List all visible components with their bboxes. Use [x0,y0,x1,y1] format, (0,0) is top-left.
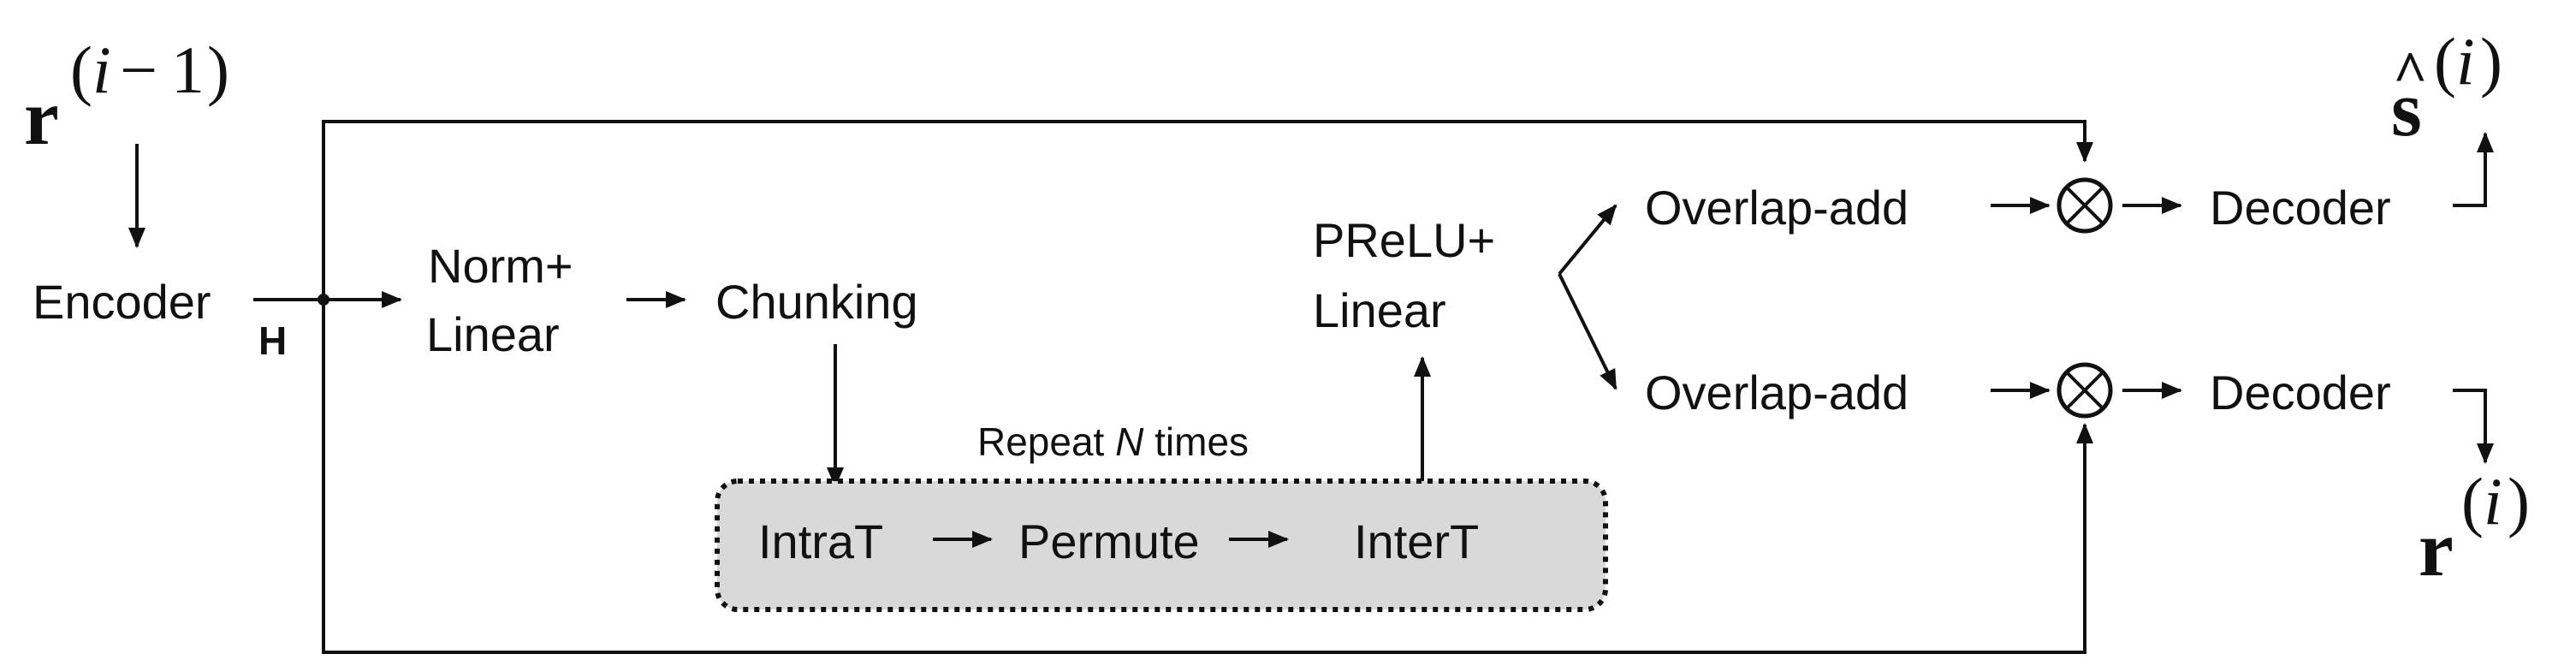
output-signal-bottom-base: r [2419,505,2454,592]
output-signal-bottom-sup: i [2484,464,2502,538]
arrow-decoder-top-out [2453,132,2494,207]
input-signal-sup-op: − [120,33,157,107]
output-signal-top-sup: i [2456,24,2475,98]
overlap-add-top: Overlap-add [1645,181,1908,235]
svg-text:(: ( [2461,464,2484,538]
repeat-block [715,479,1608,612]
input-signal-sup-num: 1 [171,33,205,107]
bypass-line-top [322,120,2093,300]
branch-top: Overlap-add Decoder s ^ ( i ) [1645,24,2502,235]
svg-text:(: ( [2434,24,2456,98]
repeat-step-1: IntraT [758,514,883,568]
output-signal-bottom: r ( i ) [2419,464,2530,592]
output-signal-top-base: s [2391,65,2422,152]
repeat-caption-prefix: Repeat [977,419,1115,464]
repeat-step-3: InterT [1354,514,1479,568]
prelu-linear-line1: PReLU+ [1313,213,1495,267]
output-signal-top: s ^ ( i ) [2391,24,2502,152]
overlap-add-bottom: Overlap-add [1645,366,1908,419]
arrow-split-bottom [1558,273,1617,390]
arrow-split-top [1558,204,1617,276]
norm-linear-line2: Linear [426,307,560,361]
encoder-output-label: H [258,318,287,363]
input-signal-base: r [24,74,59,161]
repeat-caption-var: N [1115,419,1144,464]
svg-text:): ) [207,33,229,107]
svg-text:(: ( [70,33,92,107]
encoder-label: Encoder [33,275,211,329]
svg-text:): ) [2480,24,2502,98]
input-signal: r ( i − 1 ) [24,33,229,161]
decoder-top: Decoder [2210,181,2391,235]
input-signal-sup-index: i [92,33,111,107]
repeat-step-2: Permute [1018,514,1200,568]
arrow-decoder-bottom-out [2453,389,2494,464]
svg-text:Repeat N times: Repeat N times [977,419,1249,464]
output-signal-top-hat: ^ [2393,40,2428,106]
prelu-linear-line2: Linear [1313,283,1446,337]
chunking-label: Chunking [715,275,918,329]
branch-bottom: Overlap-add Decoder r ( i ) [1645,362,2530,592]
bypass-line-bottom [322,300,2093,654]
svg-text:): ) [2508,464,2530,538]
repeat-caption-suffix: times [1143,419,1249,464]
decoder-bottom: Decoder [2210,366,2391,419]
norm-linear-line1: Norm+ [428,239,573,293]
